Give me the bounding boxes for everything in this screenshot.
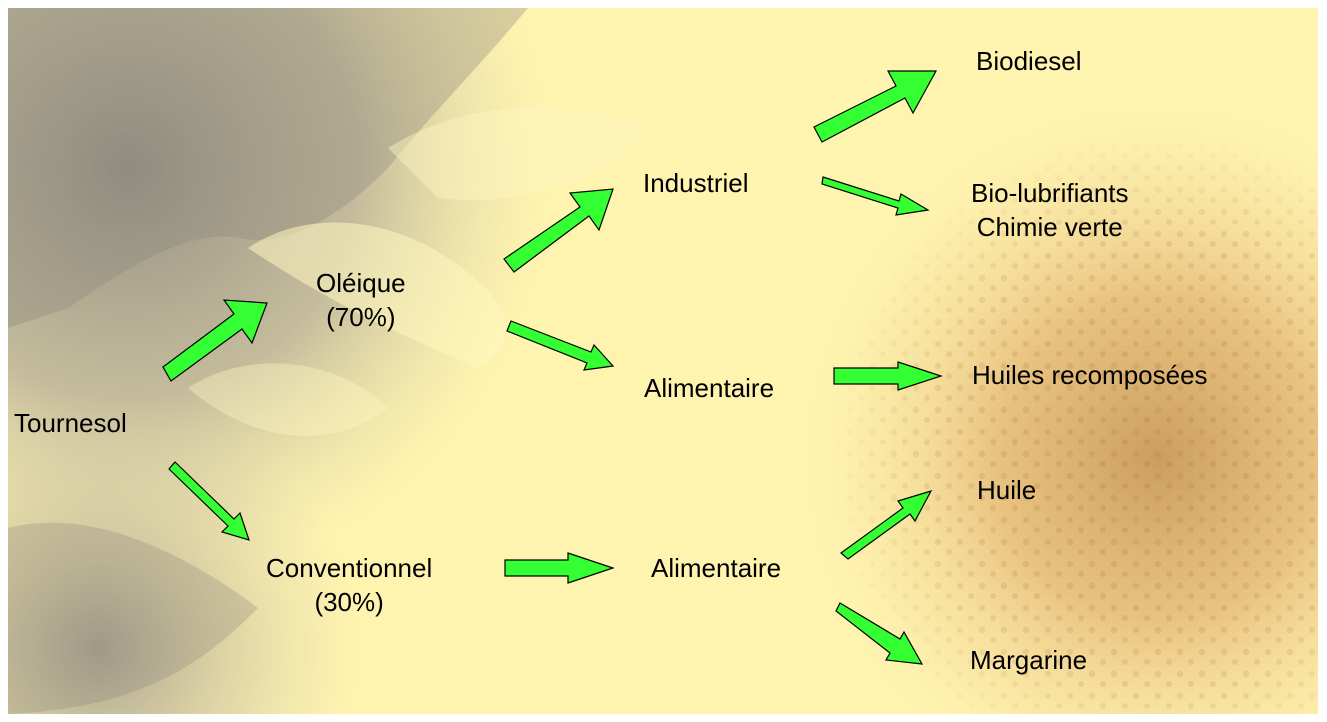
node-oleique-name: Oléique bbox=[316, 266, 406, 300]
node-tournesol: Tournesol bbox=[14, 406, 127, 440]
arrow-oleique-to-industriel bbox=[504, 189, 613, 272]
arrow-industriel-to-biodiesel bbox=[814, 71, 936, 142]
arrow-alimentaire-to-margarine bbox=[836, 603, 922, 664]
arrow-oleique-to-alimentaire bbox=[507, 321, 613, 370]
arrow-alimentaire-to-huile bbox=[841, 491, 931, 559]
arrow-alimentaire-to-huiles bbox=[834, 362, 941, 390]
node-industriel: Industriel bbox=[643, 166, 749, 200]
arrow-conventionnel-to-alimentaire bbox=[505, 553, 613, 583]
node-alimentaire-oleique: Alimentaire bbox=[644, 371, 774, 405]
node-biolubrifiants-line1: Bio-lubrifiants bbox=[971, 176, 1129, 210]
node-biolubrifiants: Bio-lubrifiants Chimie verte bbox=[971, 176, 1129, 244]
node-alimentaire-conventionnel: Alimentaire bbox=[651, 551, 781, 585]
node-oleique: Oléique (70%) bbox=[316, 266, 406, 334]
node-conventionnel: Conventionnel (30%) bbox=[266, 551, 432, 619]
arrow-industriel-to-biolubrifiants bbox=[822, 177, 928, 215]
node-huiles-recomposees: Huiles recomposées bbox=[972, 358, 1208, 392]
node-margarine: Margarine bbox=[970, 643, 1087, 677]
node-biodiesel: Biodiesel bbox=[976, 44, 1082, 78]
node-biolubrifiants-line2: Chimie verte bbox=[971, 210, 1129, 244]
arrow-tournesol-to-conventionnel bbox=[169, 462, 249, 540]
node-conventionnel-name: Conventionnel bbox=[266, 551, 432, 585]
node-conventionnel-share: (30%) bbox=[266, 585, 432, 619]
node-huile: Huile bbox=[977, 473, 1036, 507]
node-oleique-share: (70%) bbox=[316, 300, 406, 334]
arrow-tournesol-to-oleique bbox=[163, 300, 267, 381]
